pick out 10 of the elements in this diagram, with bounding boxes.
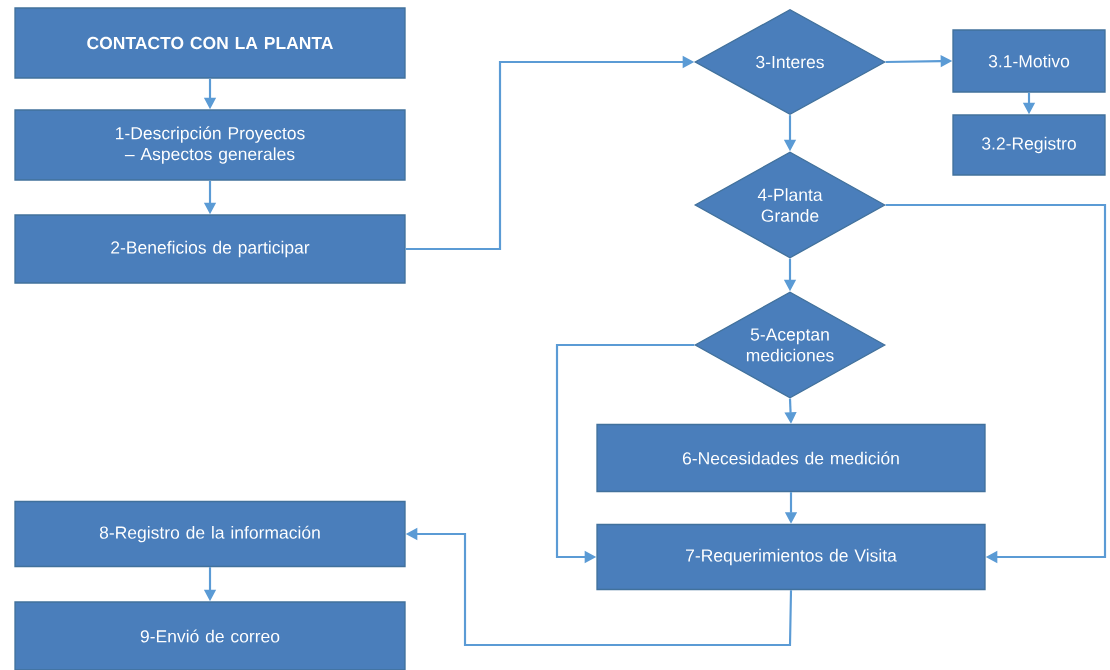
process-box: 3.2-Registro [952,114,1106,176]
process-box: 7-Requerimientos de Visita [596,523,986,591]
process-box: 2-Beneficios de participar [14,214,406,284]
process-box: CONTACTO CON LA PLANTA [14,7,406,79]
arrow [885,203,1107,564]
process-box: 3.1-Motivo [952,29,1106,93]
process-box: 1-Descripción Proyectos – Aspectos generales [14,109,406,181]
process-box: 8-Registro de la información [14,500,406,568]
process-box: 9-Envió de correo [14,601,406,670]
process-box: 6-Necesidades de medición [596,423,986,493]
